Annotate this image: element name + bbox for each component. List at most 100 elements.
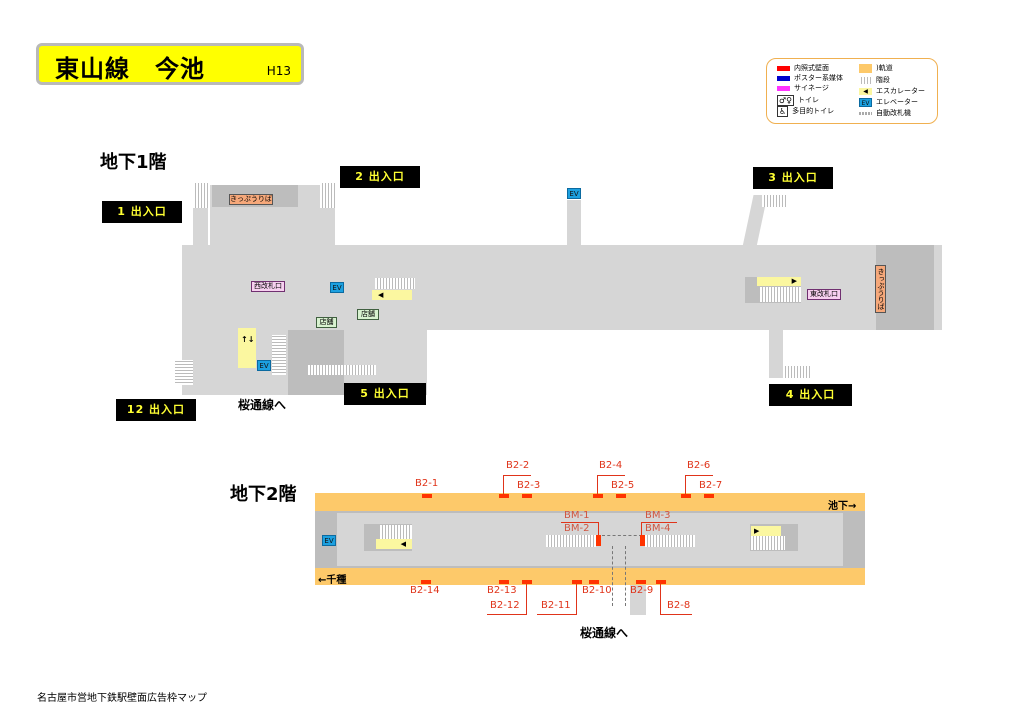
legend: 内照式壁面 ポスター系媒体 サイネージ ♂♀トイレ ♿多目的トイレ )軌道 階段…	[766, 58, 938, 124]
leader-line	[576, 584, 577, 614]
station-title: 東山線 今池	[55, 55, 205, 83]
legend-item: 階段	[859, 75, 890, 85]
toilet-icon: ♂♀	[777, 94, 795, 106]
ad-frame-b2-10[interactable]	[589, 580, 599, 584]
ad-frame-b2-7[interactable]	[704, 494, 714, 498]
b2-west-escalator: ◀	[376, 539, 412, 549]
b2-dashed-passage-left	[612, 546, 613, 606]
exit-3-label: 3 出入口	[753, 167, 833, 189]
ad-label: B2-1	[415, 478, 439, 489]
b1-elevator-center-icon: EV	[567, 188, 581, 199]
legend-label: )軌道	[876, 64, 893, 72]
exit3-stairs	[762, 195, 787, 207]
ticket-office-east: きっぷうりば	[875, 265, 886, 313]
legend-label: エレベーター	[876, 98, 918, 106]
track-north	[315, 493, 865, 511]
ad-frame-b2-3[interactable]	[522, 494, 532, 498]
legend-item: ◀エスカレーター	[859, 86, 925, 96]
exit-2-label: 2 出入口	[340, 166, 420, 188]
leader-line	[526, 584, 527, 614]
legend-item: 内照式壁面	[777, 63, 829, 73]
b1-east-stairs	[760, 287, 801, 302]
ad-label: B2-11	[541, 600, 571, 611]
b1-elevator-south-icon: EV	[257, 360, 271, 371]
ad-frame-b2-12[interactable]	[522, 580, 532, 584]
ad-label: BM-1	[564, 510, 590, 521]
exit2-stairs	[320, 183, 335, 208]
exit1-passage	[193, 208, 208, 248]
stairs-swatch-icon	[859, 76, 872, 84]
ad-frame-b2-6[interactable]	[681, 494, 691, 498]
ad-frame-b2-13[interactable]	[499, 580, 509, 584]
track-south	[315, 568, 865, 585]
ad-label: B2-7	[699, 480, 723, 491]
magenta-signage-swatch-icon	[777, 85, 790, 91]
legend-item: 自動改札機	[859, 108, 911, 118]
leader-line	[641, 522, 677, 523]
ad-label: B2-8	[667, 600, 691, 611]
leader-line	[660, 614, 692, 615]
b1-shop-block	[288, 330, 344, 395]
ad-frame-bm-east[interactable]	[640, 535, 645, 546]
ad-frame-b2-9[interactable]	[636, 580, 646, 584]
legend-item: ♂♀トイレ	[777, 94, 820, 106]
exit-1-label: 1 出入口	[102, 201, 182, 223]
ticket-office-west: きっぷうりば	[229, 194, 273, 205]
footer-caption: 名古屋市営地下鉄駅壁面広告枠マップ	[37, 693, 207, 704]
leader-line	[487, 614, 527, 615]
legend-label: 階段	[876, 76, 890, 84]
ad-frame-b2-8[interactable]	[656, 580, 666, 584]
legend-label: トイレ	[798, 96, 820, 104]
ad-label: B2-14	[410, 585, 440, 596]
legend-item: ♿多目的トイレ	[777, 105, 834, 117]
leader-line	[561, 522, 599, 523]
ad-frame-b2-11[interactable]	[572, 580, 582, 584]
east-ticket-gate: 東改札口	[807, 289, 841, 300]
ad-label: B2-5	[611, 480, 635, 491]
shop-1: 店舗	[316, 317, 337, 328]
ad-frame-b2-1[interactable]	[422, 494, 432, 498]
b2-west-stairs	[380, 525, 412, 539]
ad-label: B2-12	[490, 600, 520, 611]
b1-elevator-west-icon: EV	[330, 282, 344, 293]
leader-line	[598, 522, 599, 535]
leader-line	[685, 475, 713, 476]
b2-sakuradori-passage	[630, 585, 646, 615]
west-ticket-gate: 西改札口	[251, 281, 285, 292]
legend-item: )軌道	[859, 63, 893, 73]
legend-label: 内照式壁面	[794, 64, 829, 72]
b1-stairs-down	[272, 335, 286, 375]
escalator-swatch-icon: ◀	[859, 87, 872, 95]
legend-label: 自動改札機	[876, 109, 911, 117]
b1-west-escalator: ◀	[372, 290, 412, 300]
legend-item: サイネージ	[777, 83, 829, 93]
exit5-stairs	[308, 365, 376, 375]
ad-label: B2-9	[630, 585, 654, 596]
accessible-toilet-icon: ♿	[777, 105, 789, 117]
ad-label: B2-2	[506, 460, 530, 471]
direction-ikeshita: 池下→	[828, 501, 857, 512]
b2-elevator-icon: EV	[322, 535, 336, 546]
leader-line	[597, 475, 625, 476]
ad-label: BM-3	[645, 510, 671, 521]
exit-4-label: 4 出入口	[769, 384, 852, 406]
exit4-stairs	[783, 366, 811, 378]
ad-frame-b2-2[interactable]	[499, 494, 509, 498]
ad-frame-b2-5[interactable]	[616, 494, 626, 498]
exit-5-label: 5 出入口	[344, 383, 426, 405]
direction-chikusa: ←千種	[318, 575, 347, 586]
track-swatch-icon	[859, 63, 872, 73]
ad-frame-b2-14[interactable]	[421, 580, 431, 584]
b1-west-stairs	[375, 278, 415, 289]
ad-frame-b2-4[interactable]	[593, 494, 603, 498]
exit1-stairs	[193, 183, 208, 208]
exit2-passage	[320, 208, 335, 248]
floor-b1-title: 地下1階	[100, 152, 167, 173]
legend-item: ポスター系媒体	[777, 73, 843, 83]
ad-frame-bm-west[interactable]	[596, 535, 601, 546]
leader-line	[537, 614, 577, 615]
b1-to-sakuradori-line: 桜通線へ	[238, 398, 287, 412]
ad-label: B2-3	[517, 480, 541, 491]
b1-ev-shaft-passage	[567, 200, 581, 246]
leader-line	[503, 475, 531, 476]
